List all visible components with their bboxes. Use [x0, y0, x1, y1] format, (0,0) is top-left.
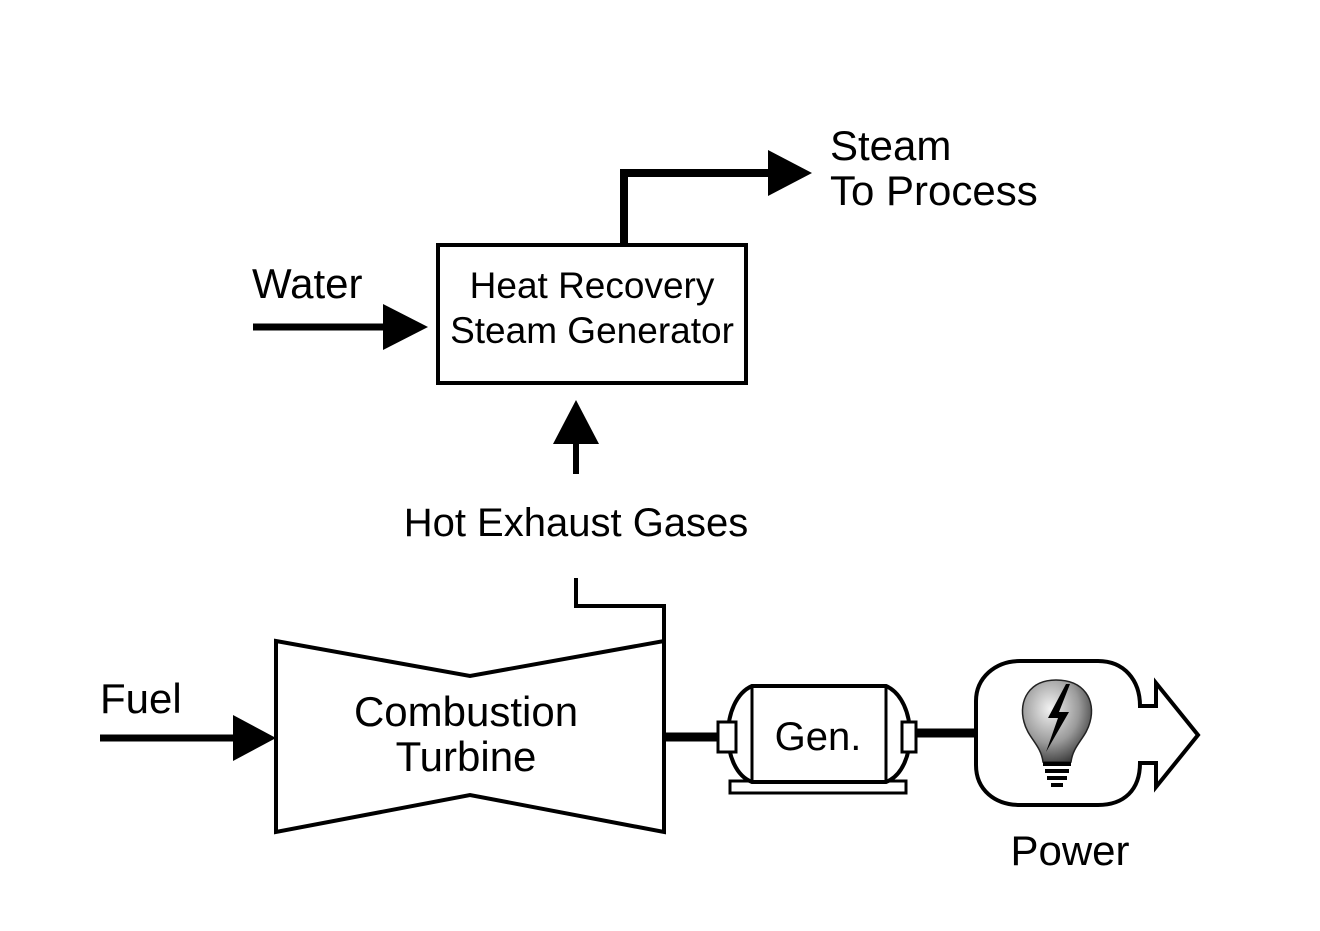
exhaust-label: Hot Exhaust Gases [404, 501, 749, 545]
steam-label-line1: Steam [830, 122, 951, 169]
hrsg-box: Heat Recovery Steam Generator [436, 243, 748, 385]
fuel-label: Fuel [100, 675, 182, 722]
fuel-input-arrow [100, 715, 276, 761]
combustion-turbine: Combustion Turbine [274, 638, 666, 835]
turbine-label-line1: Combustion [354, 688, 578, 735]
generator-label: Gen. [775, 715, 862, 759]
exhaust-duct-line [574, 578, 666, 645]
generator: Gen. [716, 684, 918, 795]
steam-label-line2: To Process [830, 167, 1038, 214]
hrsg-label-line1: Heat Recovery [470, 265, 715, 306]
steam-output-arrow [620, 150, 812, 245]
water-label: Water [252, 260, 362, 307]
turbine-label-line2: Turbine [396, 733, 537, 780]
water-input-arrow [253, 304, 428, 350]
power-label: Power [1010, 827, 1129, 874]
lightning-bolt-icon [1046, 684, 1070, 752]
power-output [974, 659, 1201, 807]
hrsg-label-line2: Steam Generator [450, 310, 734, 351]
exhaust-up-arrow [553, 400, 599, 474]
